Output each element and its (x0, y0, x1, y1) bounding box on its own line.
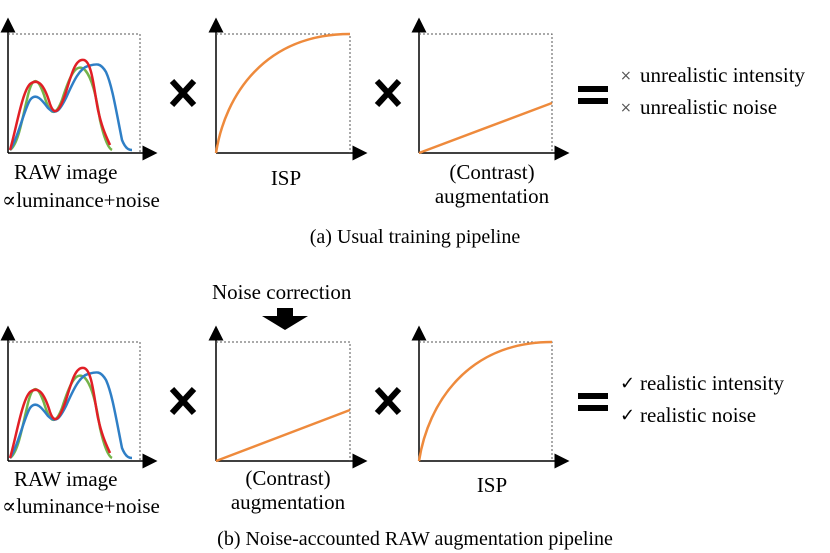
result-b-intensity: realistic intensity (640, 371, 785, 395)
max-box (8, 341, 141, 461)
max-box (419, 33, 553, 153)
x-mark-icon: × (620, 68, 632, 84)
checkmark-icon: ✓ (620, 405, 636, 426)
result-a-intensity: unrealistic intensity (640, 63, 806, 87)
blue-channel (8, 63, 133, 152)
raw-label-b-line2: ∝luminance+noise (2, 494, 160, 518)
isp-label-b: ISP (476, 473, 508, 497)
max-box (216, 341, 351, 461)
contrast-label-a-line2: augmentation (434, 184, 550, 208)
checkmark-icon: ✓ (620, 373, 636, 394)
equals-icon (578, 86, 608, 104)
raw-histogram-a (0, 17, 158, 161)
contrast-line (215, 408, 351, 463)
multiply-icon (374, 386, 402, 416)
multiply-icon (169, 78, 197, 108)
contrast-graph-a (411, 17, 570, 161)
noise-correction-label: Noise correction (212, 280, 352, 304)
caption-a: (a) Usual training pipeline (309, 226, 521, 248)
multiply-icon (374, 78, 402, 108)
contrast-label-b-line2: augmentation (230, 490, 346, 514)
caption-b: (b) Noise-accounted RAW augmentation pip… (217, 528, 613, 550)
raw-label-b-line1: RAW image (14, 467, 118, 491)
red-channel (8, 58, 112, 151)
multiply-icon (169, 386, 197, 416)
result-b-noise: realistic noise (640, 403, 757, 427)
contrast-label-a-line1: (Contrast) (449, 160, 535, 184)
max-box (8, 33, 141, 153)
equals-icon (578, 393, 608, 411)
result-a-noise: unrealistic noise (640, 95, 778, 119)
raw-label-a-line1: RAW image (14, 160, 118, 184)
isp-curve (417, 340, 553, 462)
raw-histogram-b (0, 325, 158, 469)
isp-graph-b (411, 325, 570, 469)
isp-graph-a (208, 17, 368, 161)
red-channel (8, 366, 112, 459)
down-arrow-icon (262, 308, 308, 330)
contrast-line (418, 101, 553, 155)
raw-label-a-line2: ∝luminance+noise (2, 188, 160, 212)
isp-label-a: ISP (270, 166, 302, 190)
blue-channel (8, 371, 133, 460)
isp-curve (214, 32, 351, 154)
contrast-label-b-line1: (Contrast) (245, 466, 331, 490)
contrast-graph-b (208, 325, 368, 469)
x-mark-icon: × (620, 100, 632, 116)
